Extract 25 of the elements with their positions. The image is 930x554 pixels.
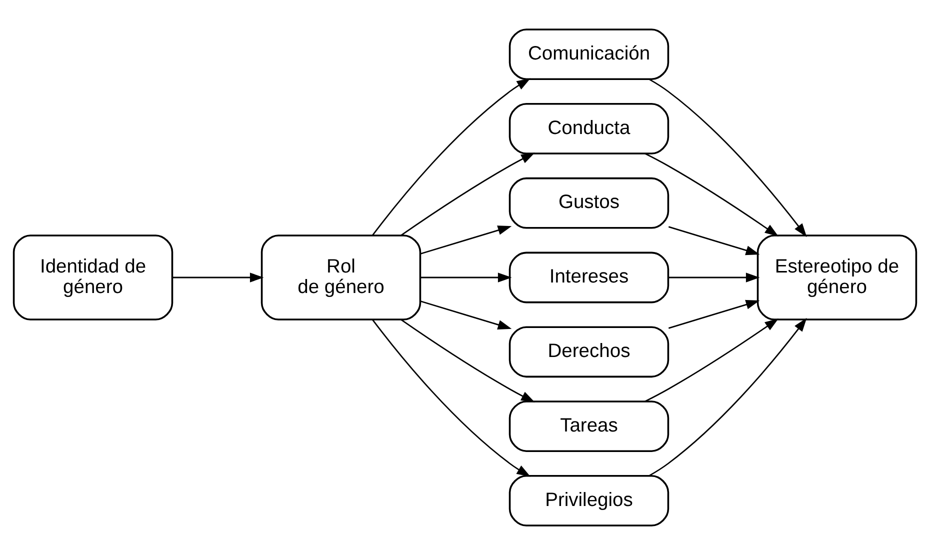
arrow <box>668 272 760 282</box>
node-box: Conducta <box>508 102 670 154</box>
arrow <box>648 317 807 476</box>
arrow <box>644 318 779 402</box>
node-box: Intereses <box>508 251 670 303</box>
node-box: Privilegios <box>508 474 670 526</box>
arrow <box>372 318 531 476</box>
node-box: Identidad de género <box>12 234 174 320</box>
arrow <box>400 318 535 402</box>
node-box: Rol de género <box>260 234 422 320</box>
arrow <box>172 272 264 282</box>
node-box: Tareas <box>508 400 670 452</box>
arrow <box>644 152 779 236</box>
arrow <box>420 272 512 282</box>
node-box: Gustos <box>508 176 670 228</box>
arrow <box>668 299 760 328</box>
arrow <box>372 78 531 236</box>
arrow <box>400 152 535 236</box>
arrow <box>668 226 760 255</box>
node-box: Estereotipo de género <box>756 234 918 320</box>
arrow <box>420 225 512 254</box>
arrow <box>420 300 512 329</box>
arrow <box>648 78 807 237</box>
node-box: Derechos <box>508 326 670 378</box>
node-box: Comunicación <box>508 28 670 80</box>
